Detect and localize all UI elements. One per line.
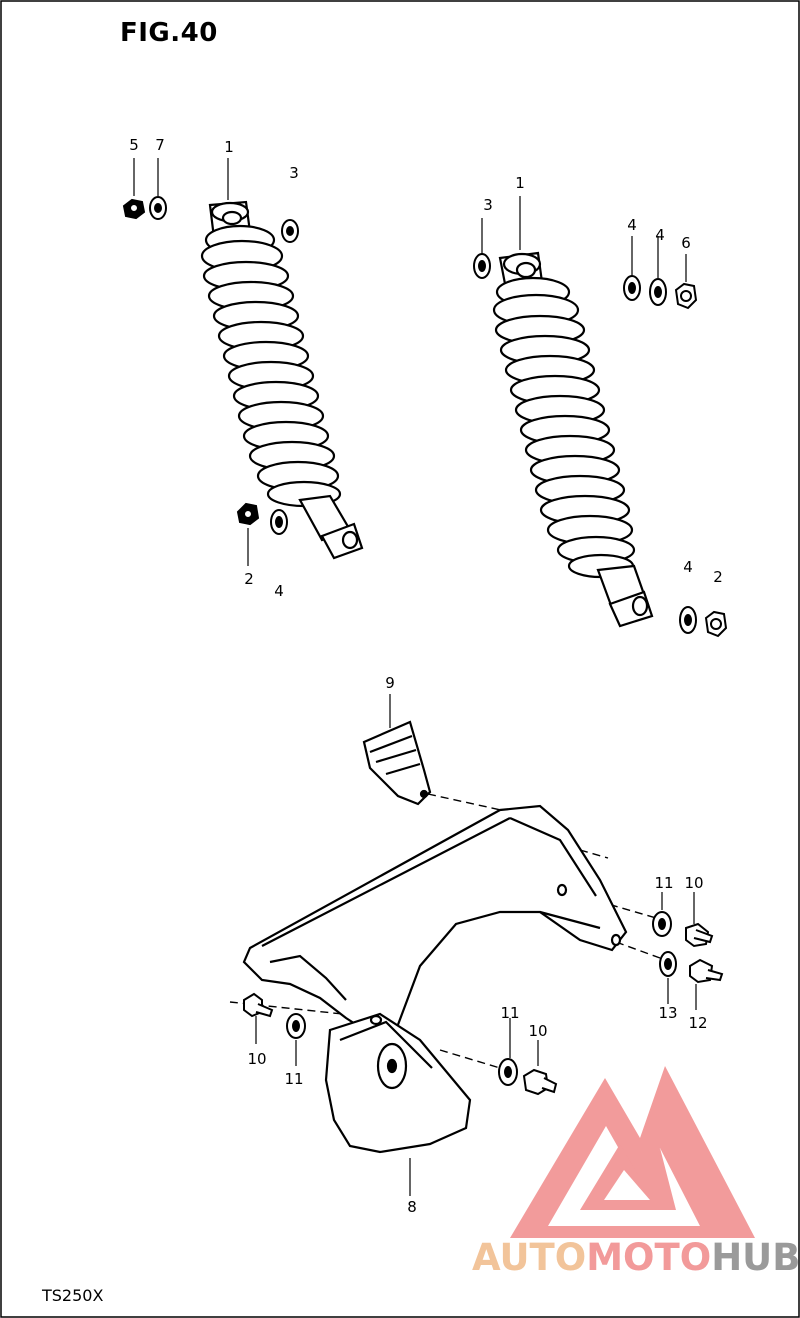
- guard-hardware: [243, 911, 724, 1096]
- callout-label: 10: [247, 1050, 267, 1068]
- watermark-brand: AUTOMOTOHUB: [472, 1236, 800, 1279]
- callout-label: 4: [274, 582, 284, 600]
- callout-label: 8: [407, 1198, 417, 1216]
- callout-label: 1: [224, 138, 234, 156]
- chain-guard-assembly: [229, 720, 661, 1154]
- automotohub-logo-icon: [510, 1066, 755, 1238]
- watermark-moto: MOTO: [586, 1236, 712, 1279]
- callout-label: 2: [244, 570, 254, 588]
- callout-label: 2: [713, 568, 723, 586]
- callout-label: 10: [528, 1022, 548, 1040]
- watermark-auto: AUTO: [472, 1236, 587, 1279]
- callout-label: 11: [654, 874, 674, 892]
- right-leader-lines: [481, 196, 687, 282]
- figure-title: FIG.40: [120, 18, 218, 48]
- callout-label: 4: [683, 558, 693, 576]
- callout-label: 5: [129, 136, 139, 154]
- callout-label: 11: [500, 1004, 520, 1022]
- callout-label: 12: [688, 1014, 708, 1032]
- callout-label: 10: [684, 874, 704, 892]
- callout-label: 3: [289, 164, 299, 182]
- right-shock-absorber: [492, 251, 654, 628]
- callout-label: 3: [483, 196, 493, 214]
- watermark-hub: HUB: [711, 1236, 800, 1279]
- callout-label: 4: [655, 226, 665, 244]
- callout-label: 13: [658, 1004, 678, 1022]
- callout-label: 4: [627, 216, 637, 234]
- guard-leader-lines: [255, 694, 697, 1196]
- callout-label: 9: [385, 674, 395, 692]
- left-shock-absorber: [200, 200, 364, 560]
- callout-label: 1: [515, 174, 525, 192]
- model-label: TS250X: [42, 1286, 104, 1305]
- callout-label: 7: [155, 136, 165, 154]
- callout-label: 11: [284, 1070, 304, 1088]
- callout-label: 6: [681, 234, 691, 252]
- left-shock-hardware: [122, 196, 299, 535]
- left-leader-lines: [133, 158, 249, 566]
- right-shock-hardware: [473, 253, 728, 638]
